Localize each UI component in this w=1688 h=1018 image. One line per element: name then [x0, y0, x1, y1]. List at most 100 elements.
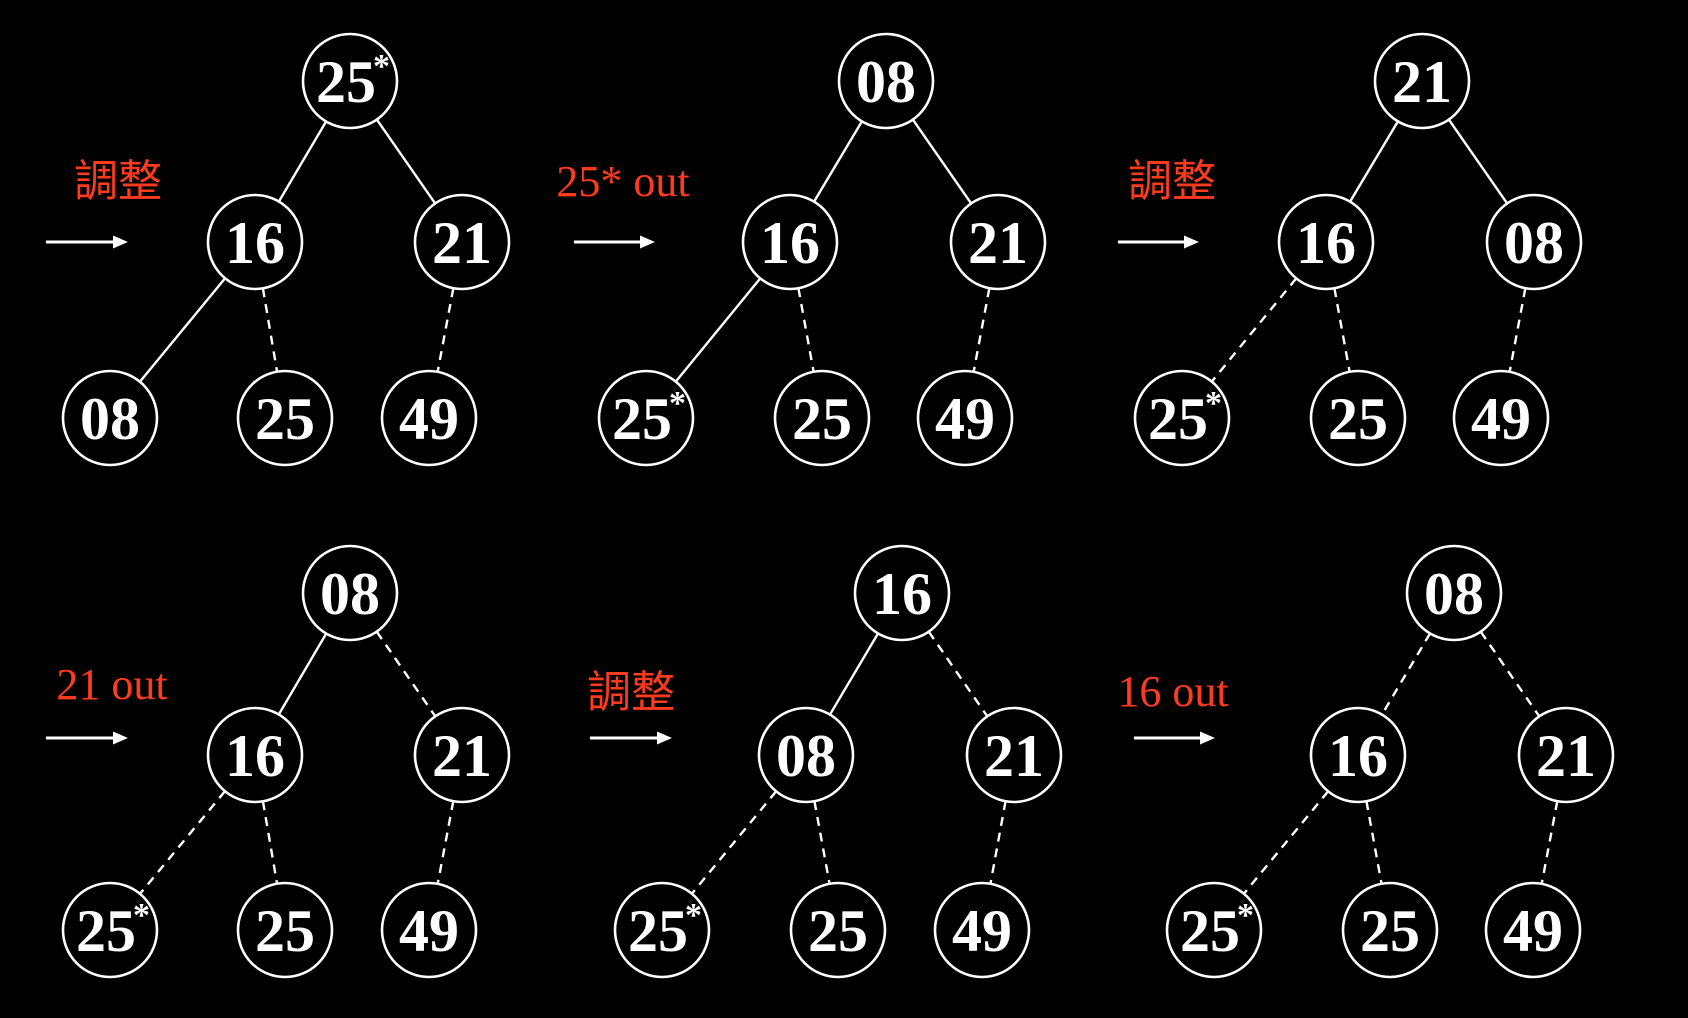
node-circle	[61, 881, 159, 979]
tree-edge-left-ll	[138, 277, 227, 383]
tree-edge-root-right	[1479, 630, 1541, 718]
node-value: 25	[255, 898, 315, 964]
tree-node-right: 21	[413, 193, 511, 291]
node-star-mark: *	[669, 385, 686, 422]
tree-node-left: 08	[757, 706, 855, 804]
node-circle	[1484, 881, 1582, 979]
tree-node-lr: 25	[1309, 369, 1407, 467]
node-value: 21	[432, 723, 492, 789]
node-value: 25	[1360, 898, 1420, 964]
node-value: 16	[1296, 210, 1356, 276]
tree-node-lr: 25	[789, 881, 887, 979]
tree-node-ll: 25*	[61, 881, 159, 979]
node-value: 08	[320, 561, 380, 627]
tree-node-root: 08	[837, 32, 935, 130]
tree-edge-right-rl	[1540, 800, 1559, 885]
node-value: 49	[399, 898, 459, 964]
tree-node-rl: 49	[380, 369, 478, 467]
node-circle	[1309, 369, 1407, 467]
node-value: 21	[968, 210, 1028, 276]
node-value: 08	[776, 723, 836, 789]
node-circle	[916, 369, 1014, 467]
node-value: 49	[952, 898, 1012, 964]
tree-edge-root-left	[1380, 632, 1432, 716]
tree-node-rl: 49	[933, 881, 1031, 979]
node-value: 16	[760, 210, 820, 276]
step-arrow-head	[113, 731, 128, 745]
tree-edge-root-right	[1447, 118, 1509, 205]
step-label: 21 out	[56, 660, 167, 709]
node-circle	[236, 881, 334, 979]
tree-edge-root-left	[277, 632, 328, 716]
tree-node-ll: 25*	[613, 881, 711, 979]
tree-edge-right-rl	[989, 801, 1007, 884]
tree-node-lr: 25	[236, 881, 334, 979]
tree-edge-right-rl	[1508, 287, 1527, 373]
node-circle	[301, 32, 399, 130]
node-circle	[949, 193, 1047, 291]
step-arrow-head	[113, 235, 128, 249]
node-value: 25	[255, 386, 315, 452]
tree-edge-left-lr	[1365, 801, 1383, 884]
step-label: 16 out	[1117, 667, 1228, 716]
tree-node-root: 21	[1373, 32, 1471, 130]
node-circle	[741, 193, 839, 291]
node-value: 21	[1392, 49, 1452, 115]
node-circle	[1165, 881, 1263, 979]
node-value: 25	[76, 898, 136, 964]
tree-edge-right-rl	[436, 287, 455, 373]
step-arrow	[46, 235, 128, 249]
node-circle	[236, 369, 334, 467]
tree-edge-left-lr	[813, 801, 831, 884]
tree-edge-root-left	[1349, 120, 1399, 203]
tree-edge-left-lr	[261, 288, 279, 372]
step-arrow-head	[1200, 731, 1215, 745]
tree-node-left: 16	[741, 193, 839, 291]
tree-node-right: 21	[1517, 706, 1615, 804]
node-circle	[413, 706, 511, 804]
node-value: 16	[225, 210, 285, 276]
step-arrow	[590, 731, 672, 745]
tree-edge-left-lr	[797, 288, 815, 372]
tree-edge-root-left	[813, 120, 863, 203]
node-circle	[773, 369, 871, 467]
heap-tree-panel-6: 16 out 08 16 21 25* 25 49	[1117, 544, 1615, 979]
node-value: 21	[432, 210, 492, 276]
node-circle	[1309, 706, 1407, 804]
node-value: 49	[399, 386, 459, 452]
node-value: 25	[316, 49, 376, 115]
tree-node-ll: 25*	[1165, 881, 1263, 979]
node-circle	[413, 193, 511, 291]
node-circle	[757, 706, 855, 804]
tree-edge-left-ll	[1210, 277, 1298, 383]
node-circle	[933, 881, 1031, 979]
node-circle	[837, 32, 935, 130]
step-arrow	[46, 731, 128, 745]
tree-node-rl: 49	[916, 369, 1014, 467]
tree-edge-left-lr	[1333, 288, 1351, 372]
tree-node-lr: 25	[773, 369, 871, 467]
tree-node-root: 08	[1405, 544, 1503, 642]
step-arrow	[1118, 235, 1199, 249]
node-value: 08	[1424, 561, 1484, 627]
node-value: 16	[1328, 723, 1388, 789]
tree-edge-root-right	[375, 630, 437, 718]
node-value: 49	[935, 386, 995, 452]
tree-node-left: 16	[1277, 193, 1375, 291]
node-star-mark: *	[685, 897, 702, 934]
tree-node-lr: 25	[1341, 881, 1439, 979]
node-star-mark: *	[133, 897, 150, 934]
node-circle	[1373, 32, 1471, 130]
node-value: 49	[1503, 898, 1563, 964]
tree-node-root: 25*	[301, 32, 399, 130]
node-value: 25	[808, 898, 868, 964]
node-circle	[597, 369, 695, 467]
node-value: 49	[1471, 386, 1531, 452]
node-value: 21	[984, 723, 1044, 789]
node-circle	[789, 881, 887, 979]
tree-edge-left-lr	[261, 801, 279, 884]
